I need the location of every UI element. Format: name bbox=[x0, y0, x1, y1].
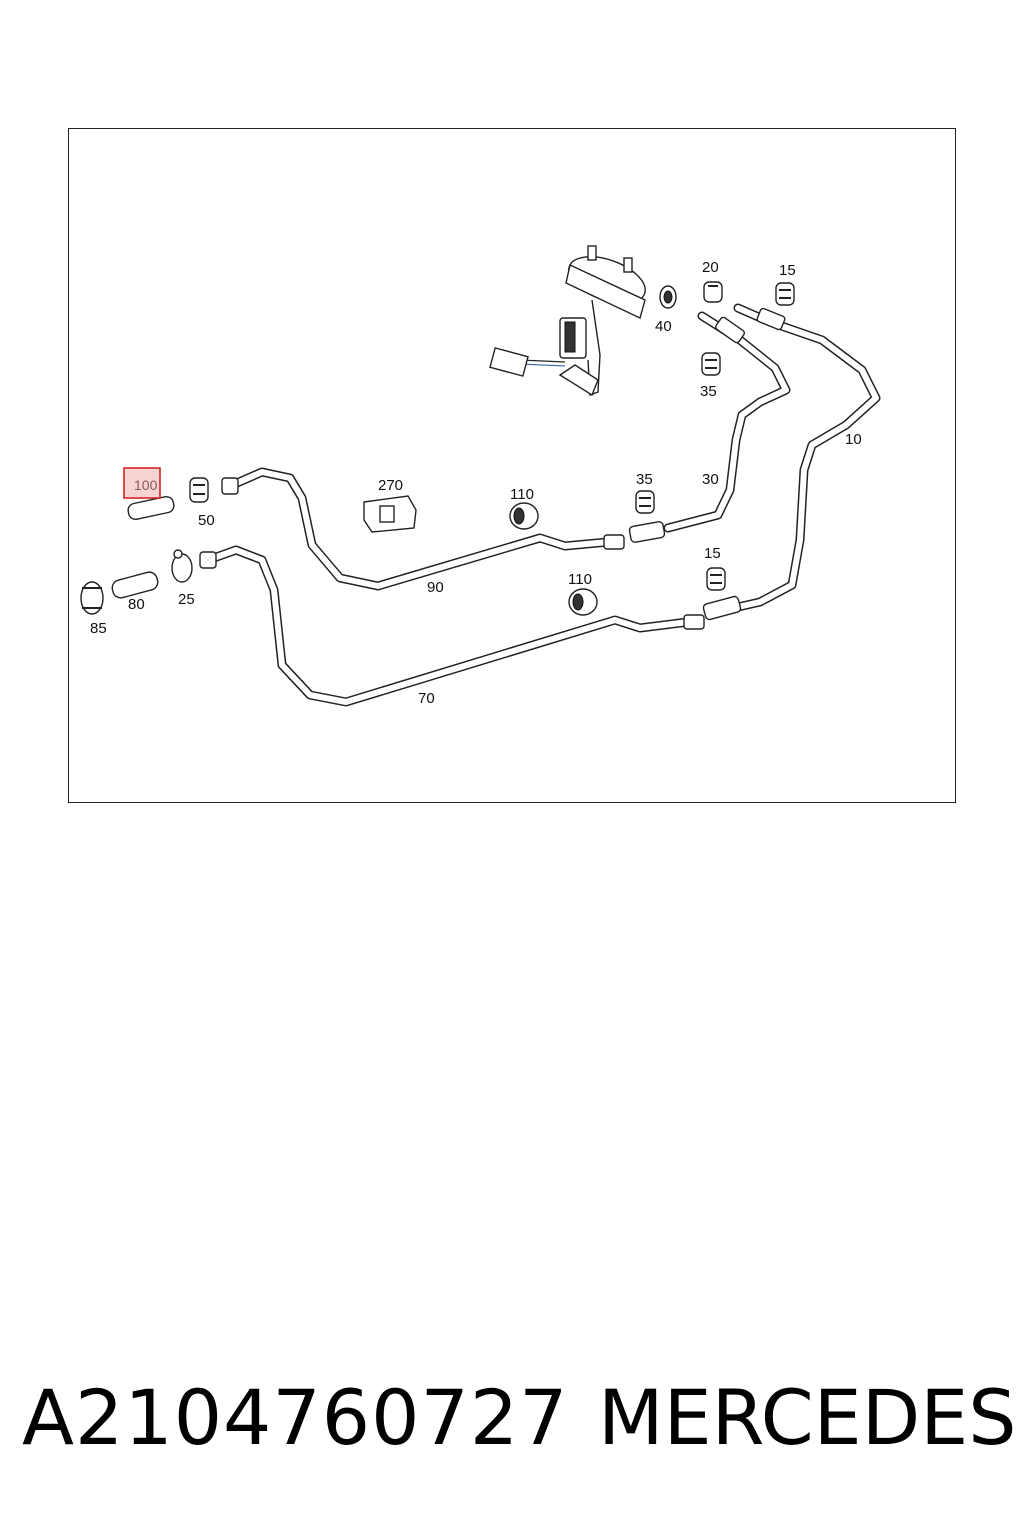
highlight-box-100 bbox=[123, 467, 161, 499]
part-number: A2104760727 bbox=[22, 1373, 569, 1462]
clamp-35-mid bbox=[635, 490, 655, 514]
pipe-30 bbox=[628, 311, 791, 543]
grommet-40 bbox=[659, 285, 677, 309]
callout-10: 10 bbox=[845, 431, 862, 448]
rubber-mount-110-bottom bbox=[568, 588, 598, 616]
fuel-line-diagram: 100 20 15 40 35 10 270 110 35 30 50 15 9… bbox=[80, 245, 881, 707]
clamp-50 bbox=[189, 477, 209, 503]
callout-110-bottom: 110 bbox=[568, 571, 592, 588]
callout-110-top: 110 bbox=[510, 486, 534, 503]
callout-30: 30 bbox=[702, 471, 719, 488]
callout-15-mid: 15 bbox=[704, 545, 721, 562]
holder-270 bbox=[363, 495, 417, 533]
pipe-90 bbox=[221, 467, 625, 591]
clamp-20 bbox=[703, 281, 723, 303]
callout-40: 40 bbox=[655, 318, 672, 335]
hose-80 bbox=[111, 571, 159, 599]
diagram-frame bbox=[68, 128, 956, 803]
hose-100 bbox=[127, 495, 175, 521]
clamp-15-top bbox=[775, 282, 795, 306]
callout-100-highlighted: 100 bbox=[134, 477, 158, 493]
callout-25: 25 bbox=[178, 591, 195, 608]
callout-80: 80 bbox=[128, 596, 145, 613]
callout-35-mid: 35 bbox=[636, 471, 653, 488]
footer: A2104760727 MERCEDES bbox=[0, 1368, 1024, 1478]
pipe-70 bbox=[199, 545, 705, 707]
fuel-pump-assembly bbox=[489, 245, 646, 397]
clamp-25 bbox=[171, 549, 193, 583]
callout-90: 90 bbox=[427, 579, 444, 596]
callout-270: 270 bbox=[378, 477, 403, 494]
clamp-15-mid bbox=[706, 567, 726, 591]
brand-name: MERCEDES bbox=[598, 1373, 1017, 1462]
clamp-35-top bbox=[701, 352, 721, 376]
clamp-85 bbox=[80, 581, 104, 615]
callout-15-top: 15 bbox=[779, 262, 796, 279]
callout-50: 50 bbox=[198, 512, 215, 529]
callout-20: 20 bbox=[702, 259, 719, 276]
callout-85: 85 bbox=[90, 620, 107, 637]
rubber-mount-110-top bbox=[509, 502, 539, 530]
pipe-10 bbox=[702, 303, 881, 621]
callout-70: 70 bbox=[418, 690, 435, 707]
callout-35-top: 35 bbox=[700, 383, 717, 400]
